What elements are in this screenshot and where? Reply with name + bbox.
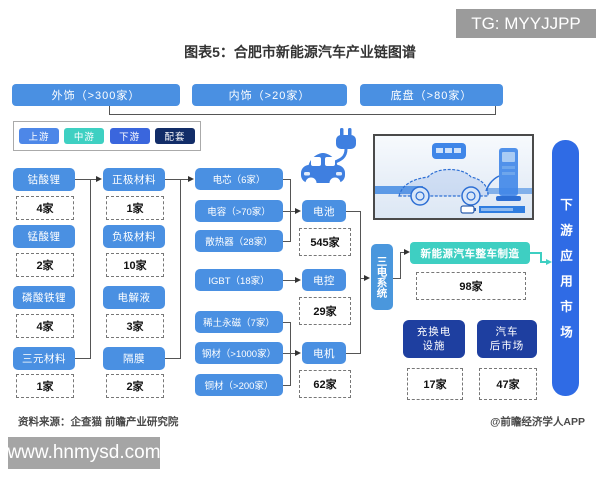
node-capacitor: 电容（>70家）: [195, 200, 283, 222]
connector: [540, 261, 547, 263]
legend: 上游 中游 下游 配套: [13, 121, 201, 151]
arrow-icon: [404, 249, 410, 255]
connector: [75, 179, 90, 180]
connector: [290, 179, 291, 242]
ev-charging-photo-art: [375, 143, 532, 214]
connector: [540, 252, 542, 263]
node-auto-aftermarket: 汽车 后市场: [477, 320, 537, 358]
count-battery: 545家: [299, 228, 351, 256]
connector: [360, 278, 365, 279]
node-anode-material: 负极材料: [103, 225, 165, 248]
node-motor: 电机: [302, 342, 346, 364]
site-watermark: www.hnmysd.com: [7, 437, 161, 469]
node-electronic-control: 电控: [302, 269, 346, 291]
connector: [109, 114, 496, 115]
connector: [283, 322, 291, 323]
connector: [530, 252, 542, 254]
count-lfp: 4家: [16, 314, 74, 338]
connector: [360, 211, 361, 354]
connector: [283, 385, 291, 386]
node-copper: 铜材（>200家）: [195, 374, 283, 396]
node-battery-cell: 电芯（6家）: [195, 168, 283, 190]
watermark-badge: TG: MYYJJPP: [456, 9, 596, 38]
connector: [180, 179, 181, 359]
count-charging-facilities: 17家: [407, 368, 463, 400]
connector: [283, 280, 295, 281]
connector: [400, 252, 401, 279]
connector: [90, 179, 91, 359]
count-electronic-control: 29家: [299, 297, 351, 325]
downstream-market-label: 下游应用市场: [558, 198, 572, 351]
connector: [283, 241, 291, 242]
arrow-icon: [295, 277, 301, 283]
count-anode-material: 10家: [106, 253, 164, 277]
auto-aftermarket-line2: 后市场: [489, 340, 525, 352]
ev-car-charging-icon: [301, 128, 356, 189]
connector: [165, 179, 180, 180]
node-three-electric-system: 三电系统: [371, 244, 393, 310]
downstream-market-bar: 下游应用市场: [552, 140, 579, 396]
connector: [75, 358, 90, 359]
connector: [283, 179, 291, 180]
charging-facilities-line2: 设施: [422, 340, 446, 352]
three-electric-label: 三电系统: [375, 256, 388, 298]
auto-aftermarket-line1: 汽车: [495, 325, 519, 338]
arrow-icon: [546, 259, 552, 265]
node-igbt: IGBT（18家）: [195, 269, 283, 291]
connector: [283, 211, 295, 212]
arrow-icon: [295, 350, 301, 356]
legend-upstream: 上游: [19, 128, 59, 144]
connector: [346, 211, 360, 212]
credit-note: @前瞻经济学人APP: [490, 416, 585, 428]
connector: [180, 179, 188, 180]
top-bar-exterior: 外饰（>300家）: [12, 84, 180, 106]
arrow-icon: [295, 208, 301, 214]
top-bar-chassis: 底盘（>80家）: [360, 84, 503, 106]
legend-support: 配套: [154, 128, 195, 144]
count-auto-aftermarket: 47家: [479, 368, 537, 400]
legend-downstream: 下游: [109, 128, 150, 144]
connector: [290, 322, 291, 386]
node-vehicle-manufacturing: 新能源汽车整车制造: [410, 242, 530, 264]
node-radiator: 散热器（28家）: [195, 230, 283, 252]
node-cobalt-lithium: 钴酸锂: [13, 168, 75, 191]
legend-midstream: 中游: [64, 128, 105, 144]
connector: [393, 278, 401, 279]
count-cathode-material: 1家: [106, 196, 164, 220]
connector: [165, 358, 180, 359]
connector: [495, 106, 496, 114]
arrow-icon: [364, 275, 370, 281]
source-note: 资料来源：企查猫 前瞻产业研究院: [18, 416, 179, 428]
connector: [90, 179, 97, 180]
node-battery: 电池: [302, 200, 346, 222]
count-motor: 62家: [299, 370, 351, 398]
arrow-icon: [96, 176, 102, 182]
count-cobalt-lithium: 4家: [16, 196, 74, 220]
node-separator: 隔膜: [103, 347, 165, 370]
page-title: 图表5：合肥市新能源汽车产业链图谱: [184, 44, 416, 60]
count-separator: 2家: [106, 374, 164, 398]
node-rare-earth-magnet: 稀土永磁（7家）: [195, 311, 283, 333]
node-cathode-material: 正极材料: [103, 168, 165, 191]
count-manganese-lithium: 2家: [16, 253, 74, 277]
node-charging-facilities: 充换电 设施: [403, 320, 465, 358]
node-manganese-lithium: 锰酸锂: [13, 225, 75, 248]
connector: [400, 252, 405, 253]
node-lfp: 磷酸铁锂: [13, 286, 75, 309]
connector: [283, 353, 295, 354]
arrow-icon: [188, 176, 194, 182]
node-ternary-material: 三元材料: [13, 347, 75, 370]
count-electrolyte: 3家: [106, 314, 164, 338]
connector: [346, 353, 360, 354]
node-electrolyte: 电解液: [103, 286, 165, 309]
top-bar-interior: 内饰（>20家）: [192, 84, 347, 106]
ev-charging-photo: [373, 134, 534, 220]
connector: [109, 106, 110, 114]
count-vehicle-manufacturing: 98家: [416, 272, 526, 300]
count-ternary-material: 1家: [16, 374, 74, 398]
charging-facilities-line1: 充换电: [416, 325, 452, 338]
node-steel: 钢材（>1000家）: [195, 342, 283, 364]
